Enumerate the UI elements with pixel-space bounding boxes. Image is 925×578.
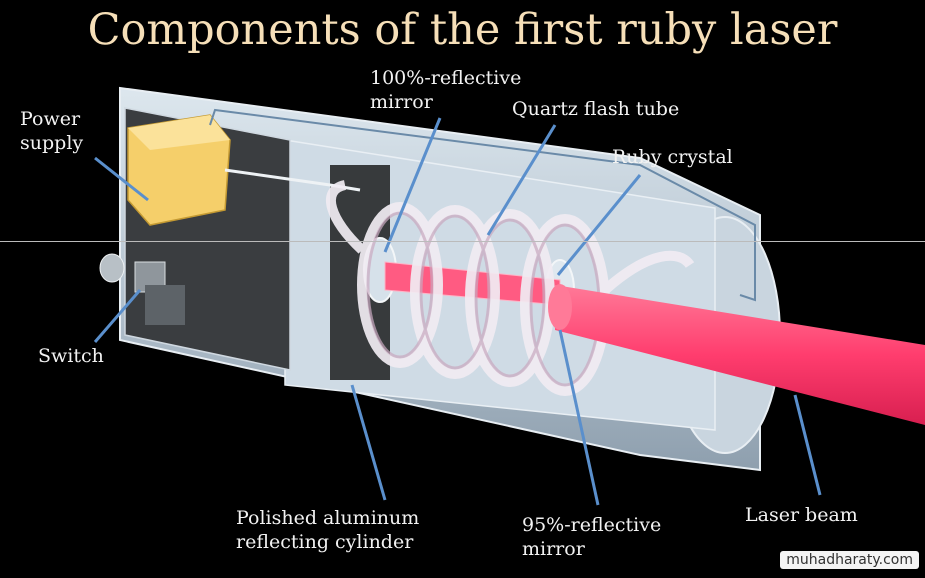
arrow-laser-beam (793, 394, 822, 496)
label-flash-tube: Quartz flash tube (512, 98, 680, 120)
diagram-title: Components of the first ruby laser (87, 5, 838, 55)
flash-tube-coil-shade (419, 214, 491, 370)
watermark: muhadharaty.com (780, 551, 919, 569)
power-supply-top (128, 115, 230, 150)
arrow-power-supply (94, 156, 149, 202)
label-power-supply: Power supply (20, 108, 84, 154)
label-mirror-95: 95%-reflective mirror (522, 514, 662, 560)
label-switch: Switch (38, 345, 104, 367)
arrow-mirror-95 (558, 329, 600, 506)
flash-tube-coil-shade (474, 218, 546, 378)
laser-beam-source (548, 284, 572, 330)
flash-tube-coil (410, 205, 500, 379)
arrow-cylinder (350, 384, 387, 501)
label-laser-beam: Laser beam (745, 504, 858, 526)
arrow-mirror-100 (383, 117, 442, 253)
arrow-flash-tube (486, 124, 557, 236)
arrow-ruby-crystal (556, 174, 642, 276)
pointer-arrows (93, 117, 822, 506)
divider-line (0, 241, 925, 242)
label-mirror-100: 100%-reflective mirror (370, 67, 522, 113)
power-wire (209, 108, 756, 302)
label-ruby-crystal: Ruby crystal (612, 146, 733, 168)
arrow-switch (93, 289, 142, 343)
flash-tube-lead (325, 180, 366, 254)
switch-knob (99, 253, 125, 283)
laser-beam (555, 285, 925, 425)
label-cylinder: Polished aluminum reflecting cylinder (236, 507, 420, 553)
power-wire-2 (224, 168, 361, 192)
switch-mount (145, 285, 185, 325)
flash-tube-lead (601, 250, 695, 294)
flash-tube-coil (357, 202, 443, 368)
